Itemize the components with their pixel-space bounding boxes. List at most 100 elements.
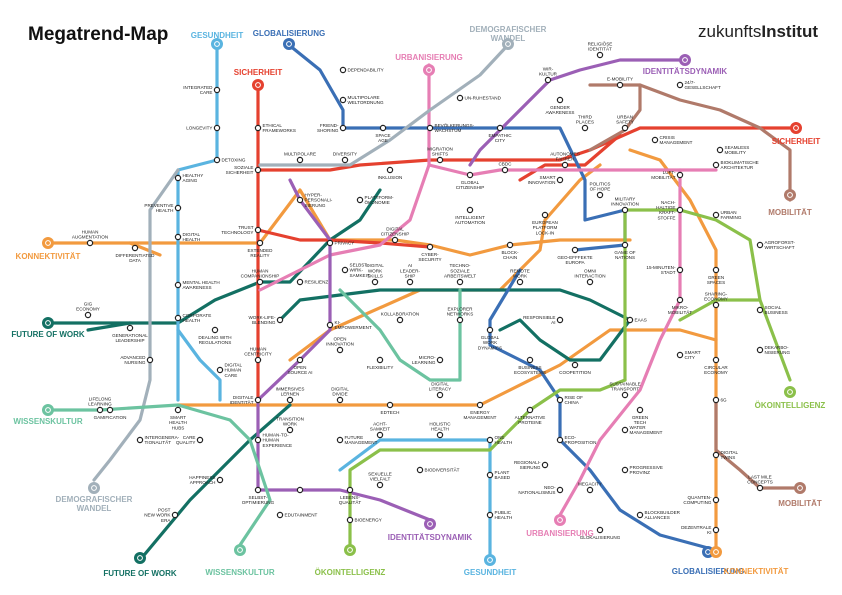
station-dot[interactable]	[486, 471, 494, 479]
station-dot[interactable]	[596, 191, 604, 199]
station-dot[interactable]	[371, 278, 379, 286]
station-dot[interactable]	[339, 96, 347, 104]
station-dot[interactable]	[346, 516, 354, 524]
station-dot[interactable]	[254, 226, 262, 234]
station-dot[interactable]	[436, 156, 444, 164]
station-dot[interactable]	[621, 391, 629, 399]
station[interactable]: 6G	[712, 396, 727, 404]
station-dot[interactable]	[436, 431, 444, 439]
station-dot[interactable]	[213, 86, 221, 94]
station-dot[interactable]	[406, 278, 414, 286]
station[interactable]: 15-MINUTEN-STADT	[646, 265, 684, 275]
station-dot[interactable]	[596, 51, 604, 59]
station-dot[interactable]	[131, 244, 139, 252]
station[interactable]: BIOENERGY	[346, 516, 382, 524]
station-dot[interactable]	[651, 136, 659, 144]
station[interactable]: COOPETITION	[559, 361, 591, 375]
terminal-sicherheit[interactable]: SICHERHEIT	[772, 122, 821, 146]
station-dot[interactable]	[712, 356, 720, 364]
station-dot[interactable]	[676, 206, 684, 214]
station[interactable]: QUANTEN-COMPUTING	[683, 495, 720, 505]
terminal-icon[interactable]	[710, 546, 722, 558]
terminal-icon[interactable]	[794, 482, 806, 494]
station-dot[interactable]	[636, 406, 644, 414]
terminal-icon[interactable]	[42, 317, 54, 329]
station[interactable]	[296, 486, 304, 494]
station-dot[interactable]	[486, 511, 494, 519]
station-dot[interactable]	[712, 451, 720, 459]
station-dot[interactable]	[386, 166, 394, 174]
station-dot[interactable]	[466, 206, 474, 214]
terminal-icon[interactable]	[234, 544, 246, 556]
station-dot[interactable]	[174, 314, 182, 322]
station-dot[interactable]	[526, 406, 534, 414]
station-dot[interactable]	[456, 316, 464, 324]
station-dot[interactable]	[556, 396, 564, 404]
station-dot[interactable]	[254, 486, 262, 494]
terminal-icon[interactable]	[252, 79, 264, 91]
station-dot[interactable]	[466, 171, 474, 179]
station-dot[interactable]	[626, 316, 634, 324]
station-dot[interactable]	[213, 156, 221, 164]
station-dot[interactable]	[426, 243, 434, 251]
station-dot[interactable]	[676, 351, 684, 359]
station-dot[interactable]	[376, 431, 384, 439]
station-dot[interactable]	[676, 296, 684, 304]
station-dot[interactable]	[712, 161, 720, 169]
station-dot[interactable]	[254, 356, 262, 364]
station-dot[interactable]	[296, 356, 304, 364]
terminal-gesundheit[interactable]: GESUNDHEIT	[464, 554, 517, 577]
station-dot[interactable]	[756, 484, 764, 492]
terminal-icon[interactable]	[784, 189, 796, 201]
station-dot[interactable]	[254, 166, 262, 174]
station-dot[interactable]	[106, 406, 114, 414]
station-dot[interactable]	[506, 241, 514, 249]
terminal-futurework[interactable]: FUTURE OF WORK	[103, 552, 177, 578]
terminal-icon[interactable]	[423, 64, 435, 76]
station-dot[interactable]	[416, 466, 424, 474]
terminal-urbanisierung[interactable]: URBANISIERUNG	[526, 514, 594, 538]
station[interactable]: HYPER-PERSONALI-SIERUNG	[296, 192, 333, 208]
terminal-icon[interactable]	[484, 554, 496, 566]
station-dot[interactable]	[486, 326, 494, 334]
terminal-icon[interactable]	[134, 552, 146, 564]
station-dot[interactable]	[341, 266, 349, 274]
station-dot[interactable]	[356, 196, 364, 204]
station-dot[interactable]	[571, 361, 579, 369]
station-dot[interactable]	[339, 124, 347, 132]
station[interactable]: SELBST-WIRK-SAMKEIT	[341, 262, 370, 278]
station-dot[interactable]	[541, 211, 549, 219]
station-dot[interactable]	[556, 316, 564, 324]
station-dot[interactable]	[171, 511, 179, 519]
station[interactable]: LONGEVITY	[186, 124, 221, 132]
station-dot[interactable]	[712, 496, 720, 504]
terminal-icon[interactable]	[42, 237, 54, 249]
station-dot[interactable]	[136, 436, 144, 444]
station-dot[interactable]	[676, 171, 684, 179]
station-dot[interactable]	[621, 241, 629, 249]
